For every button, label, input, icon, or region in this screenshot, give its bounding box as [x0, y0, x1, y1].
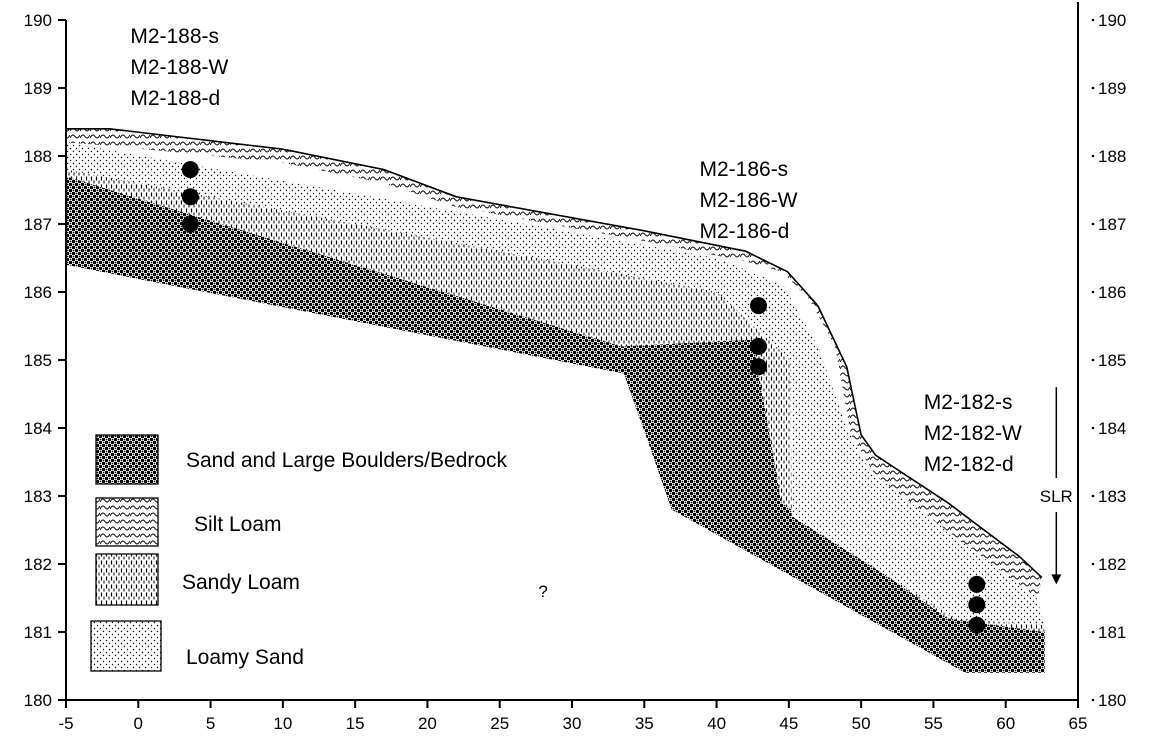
y-tick-label-right: 181	[1098, 623, 1126, 642]
well-screen-marker	[749, 358, 767, 376]
y-tick-label-right: 183	[1098, 487, 1126, 506]
annotations: SLR?	[538, 387, 1073, 601]
y-tick-right	[1091, 426, 1095, 430]
y-tick-label-left: 180	[24, 691, 52, 710]
well-screen-marker	[181, 188, 199, 206]
y-tick-right	[1091, 494, 1095, 498]
well-label: M2-182-W	[924, 422, 1022, 445]
legend-label: Silt Loam	[194, 513, 282, 536]
x-tick-label: 55	[924, 714, 943, 733]
question-mark-annotation: ?	[538, 582, 547, 601]
y-tick-right	[1091, 18, 1095, 22]
well-screen-marker	[968, 575, 986, 593]
y-tick-label-right: 190	[1098, 11, 1126, 30]
well-label: M2-186-W	[699, 189, 797, 212]
y-tick-label-left: 183	[24, 487, 52, 506]
layer-loamy-sand	[66, 142, 1045, 626]
x-tick-label: 10	[273, 714, 292, 733]
y-tick-label-left: 189	[24, 79, 52, 98]
well-screen-marker	[968, 596, 986, 614]
slr-arrow-head	[1051, 574, 1062, 585]
x-tick-label: 40	[707, 714, 726, 733]
well-screen-marker	[968, 616, 986, 634]
well-label: M2-188-s	[130, 25, 219, 48]
y-tick-label-right: 185	[1098, 351, 1126, 370]
x-tick-label: 25	[490, 714, 509, 733]
x-tick-label: 15	[346, 714, 365, 733]
y-tick-label-right: 184	[1098, 419, 1126, 438]
well-screen-marker	[749, 297, 767, 315]
x-tick-label: 65	[1069, 714, 1088, 733]
axes: 190 189 188 187 186 185 184 183 182 181 180 190 189 1…	[24, 2, 1126, 733]
x-tick-label: 50	[852, 714, 871, 733]
well-label: M2-188-d	[130, 87, 220, 110]
x-tick-label: 35	[635, 714, 654, 733]
wells: M2-188-sM2-188-W M2-188-dM2-186-sM2-186-W…	[130, 25, 1022, 634]
well-label: M2-188-W	[130, 56, 228, 79]
slr-label: SLR	[1040, 487, 1073, 506]
legend-label: Sandy Loam	[182, 571, 300, 594]
ground-surface	[66, 128, 1043, 579]
y-tick-right	[1091, 86, 1095, 90]
x-tick-label: 5	[206, 714, 215, 733]
y-tick-label-right: 186	[1098, 283, 1126, 302]
soil-layers	[66, 128, 1045, 673]
well-label: M2-182-d	[924, 453, 1014, 476]
y-tick-right	[1091, 154, 1095, 158]
well-screen-marker	[181, 215, 199, 233]
y-tick-label-left: 182	[24, 555, 52, 574]
y-tick-label-left: 184	[24, 419, 52, 438]
ground-surface-line	[66, 128, 1043, 579]
y-tick-right	[1091, 562, 1095, 566]
well-screen-marker	[181, 161, 199, 179]
well-label: M2-186-s	[699, 158, 788, 181]
y-tick-right	[1091, 698, 1095, 702]
y-tick-label-right: 187	[1098, 215, 1126, 234]
legend-swatch-vertical-dash	[95, 553, 159, 606]
y-tick-right	[1091, 358, 1095, 362]
y-tick-label-left: 186	[24, 283, 52, 302]
y-tick-label-right: 188	[1098, 147, 1126, 166]
x-tick-label: 30	[563, 714, 582, 733]
well-label: M2-186-d	[699, 220, 789, 243]
x-tick-label: 0	[134, 714, 143, 733]
legend-swatch-wavy	[95, 497, 159, 547]
y-tick-label-right: 180	[1098, 691, 1126, 710]
x-tick-label: 20	[418, 714, 437, 733]
y-tick-label-left: 188	[24, 147, 52, 166]
well-label: M2-182-s	[924, 391, 1013, 414]
y-tick-right	[1091, 222, 1095, 226]
layer-silt-loam	[66, 128, 1042, 599]
x-tick-label: 45	[779, 714, 798, 733]
legend-swatch-checker	[95, 434, 159, 485]
y-tick-right	[1091, 630, 1095, 634]
x-tick-label: -5	[58, 714, 73, 733]
y-tick-label-right: 189	[1098, 79, 1126, 98]
legend-swatch-dots	[90, 620, 162, 672]
y-tick-label-left: 181	[24, 623, 52, 642]
y-tick-right	[1091, 290, 1095, 294]
x-tick-label: 60	[996, 714, 1015, 733]
y-tick-label-right: 182	[1098, 555, 1126, 574]
y-tick-label-left: 187	[24, 215, 52, 234]
layer-bedrock	[66, 176, 1045, 673]
legend-label: Sand and Large Boulders/Bedrock	[186, 449, 508, 472]
y-tick-label-left: 185	[24, 351, 52, 370]
well-screen-marker	[749, 337, 767, 355]
y-tick-label-left: 190	[24, 11, 52, 30]
legend-label: Loamy Sand	[186, 646, 304, 669]
